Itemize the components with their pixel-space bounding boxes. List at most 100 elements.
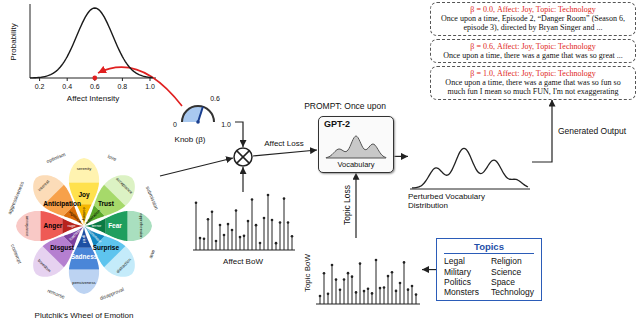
line-shape — [368, 289, 369, 304]
circle-shape — [283, 197, 286, 200]
circle-shape — [271, 219, 274, 222]
output-text: Once upon a time, there was a game that … — [436, 51, 630, 60]
line-shape — [272, 220, 273, 250]
circle-shape — [319, 295, 322, 298]
edge-label: Generated Output — [558, 127, 626, 136]
circle-shape — [339, 288, 342, 291]
line-shape — [404, 262, 405, 304]
connector-arrow — [422, 269, 436, 270]
knob-wire — [235, 122, 243, 147]
line-shape — [340, 290, 341, 304]
edge-label: Topic Loss — [343, 185, 352, 225]
circle-shape — [263, 217, 266, 220]
intensity-label: serenity — [77, 167, 92, 171]
y-axis — [30, 4, 31, 78]
path-shape — [412, 148, 528, 188]
topic-item: Science — [491, 267, 534, 277]
line-shape — [344, 280, 345, 304]
path-shape — [326, 136, 386, 158]
circle-shape — [215, 240, 218, 243]
intensity-label: rage — [67, 224, 75, 228]
topic-item: Space — [491, 277, 534, 287]
line-shape — [252, 199, 253, 250]
topic-item: Religion — [491, 256, 534, 266]
emotion-wheel — [16, 158, 152, 294]
topics-header: Topics — [444, 241, 534, 254]
knob-label: Knob (β) — [175, 136, 206, 144]
output-header: β = 0.6, Affect: Joy, Topic: Technology — [436, 42, 630, 51]
circle-shape — [291, 235, 294, 238]
line-shape — [216, 241, 217, 250]
intensity-label: annoyance — [25, 216, 29, 237]
model-name: GPT-2 — [324, 119, 388, 130]
bow-label: Affect BoW — [223, 258, 263, 266]
prompt-text: PROMPT: Once upon — [304, 102, 386, 111]
figure-caption: Plutchik's Wheel of Emotion — [35, 312, 134, 320]
intensity-label: terror — [92, 224, 102, 228]
circle-shape — [279, 221, 282, 224]
line-shape — [200, 238, 201, 250]
circle-shape — [195, 201, 198, 204]
circle-shape — [331, 264, 334, 267]
circle-shape — [223, 234, 226, 237]
output-header: β = 1.0, Affect: Joy, Topic: Technology — [436, 69, 630, 78]
line-shape — [332, 265, 333, 304]
circle-shape — [235, 209, 238, 212]
circle-shape — [275, 242, 278, 245]
line-shape — [396, 291, 397, 304]
dyad-label: aggressiveness — [7, 181, 25, 215]
line-shape — [228, 224, 229, 250]
output-header: β = 0.0, Affect: Joy, Topic: Technology — [436, 5, 630, 14]
line-shape — [240, 237, 241, 250]
knob-hub — [196, 120, 200, 124]
intensity-label: apprehension — [139, 213, 143, 238]
circle-shape — [383, 286, 386, 289]
path-shape — [16, 211, 41, 241]
line-shape — [292, 236, 293, 250]
line-shape — [224, 235, 225, 250]
line-shape — [280, 222, 281, 250]
circle-shape — [243, 235, 246, 238]
distribution-label: Perturbed Vocabulary Distribution — [408, 192, 508, 210]
intensity-label: grief — [82, 235, 86, 243]
dyad-label: disapproval — [100, 287, 126, 301]
dyad-label: contempt — [9, 244, 21, 265]
bow-label: Topic BoW — [304, 254, 312, 292]
topics-box: TopicsLegalReligionMilitarySciencePoliti… — [436, 238, 542, 301]
connector-arrow — [355, 173, 356, 238]
line-shape — [264, 218, 265, 250]
line-shape — [244, 236, 245, 250]
line-shape — [232, 230, 233, 250]
circle-shape — [211, 210, 214, 213]
wheel-wire — [160, 158, 233, 176]
line-shape — [408, 290, 409, 304]
knob-label: 0.6 — [210, 95, 220, 102]
circle-shape — [259, 242, 262, 245]
line-shape — [196, 203, 197, 250]
loss-label: Affect Loss — [264, 140, 303, 148]
affect-bow-histogram — [195, 194, 294, 250]
emotion-label: Anticipation — [43, 201, 81, 208]
circle-shape — [239, 236, 242, 239]
line-shape — [204, 239, 205, 250]
circle-shape — [375, 259, 378, 262]
topic-grid: LegalReligionMilitarySciencePoliticsSpac… — [444, 256, 534, 297]
circle-shape — [287, 221, 290, 224]
topic-item: Monsters — [444, 287, 479, 297]
tick-label: 0.2 — [35, 83, 45, 90]
bell-curve — [30, 8, 153, 78]
output-box: β = 1.0, Affect: Joy, Topic: TechnologyO… — [430, 66, 636, 100]
emotion-label: Joy — [78, 192, 89, 199]
emotion-label: Sadness — [71, 254, 98, 261]
line-shape — [236, 211, 237, 250]
line-shape — [220, 225, 221, 250]
line-shape — [122, 78, 123, 81]
line-shape — [324, 273, 325, 304]
dyad-label: remorse — [46, 289, 65, 301]
distribution-plot: Perturbed Vocabulary Distribution — [408, 140, 532, 210]
tick-label: 0.8 — [118, 83, 128, 90]
line-shape — [400, 283, 401, 304]
circle-shape — [371, 292, 374, 295]
path-shape — [69, 158, 99, 183]
circle-shape — [391, 271, 394, 274]
